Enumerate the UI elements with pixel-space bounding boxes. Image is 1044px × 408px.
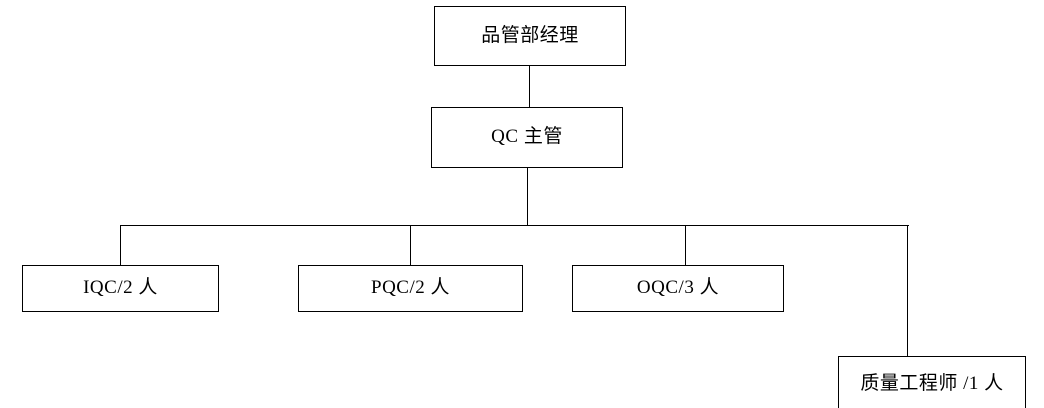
connector-qc-lead-to-bus	[527, 168, 529, 226]
org-node-oqc[interactable]: OQC/3 人	[572, 265, 784, 312]
org-node-pqc[interactable]: PQC/2 人	[298, 265, 523, 312]
org-node-iqc[interactable]: IQC/2 人	[22, 265, 219, 312]
org-node-label: IQC/2 人	[83, 277, 158, 299]
org-node-quality-engineer[interactable]: 质量工程师 /1 人	[838, 356, 1026, 408]
org-node-label: OQC/3 人	[636, 277, 720, 299]
org-node-label: 品管部经理	[481, 24, 579, 46]
connector-bus-to-oqc	[685, 225, 687, 265]
org-node-quality-department-manager[interactable]: 品管部经理	[434, 6, 626, 66]
connector-horizontal-bus	[120, 225, 909, 227]
org-node-label: PQC/2 人	[371, 277, 450, 299]
connector-manager-to-qc-lead	[529, 66, 531, 107]
org-node-qc-supervisor[interactable]: QC 主管	[431, 107, 623, 168]
connector-bus-to-pqc	[410, 225, 412, 265]
connector-bus-to-quality-engineer	[907, 225, 909, 356]
org-node-label: QC 主管	[491, 126, 563, 148]
org-node-label: 质量工程师 /1 人	[860, 372, 1004, 394]
connector-bus-to-iqc	[120, 225, 122, 265]
